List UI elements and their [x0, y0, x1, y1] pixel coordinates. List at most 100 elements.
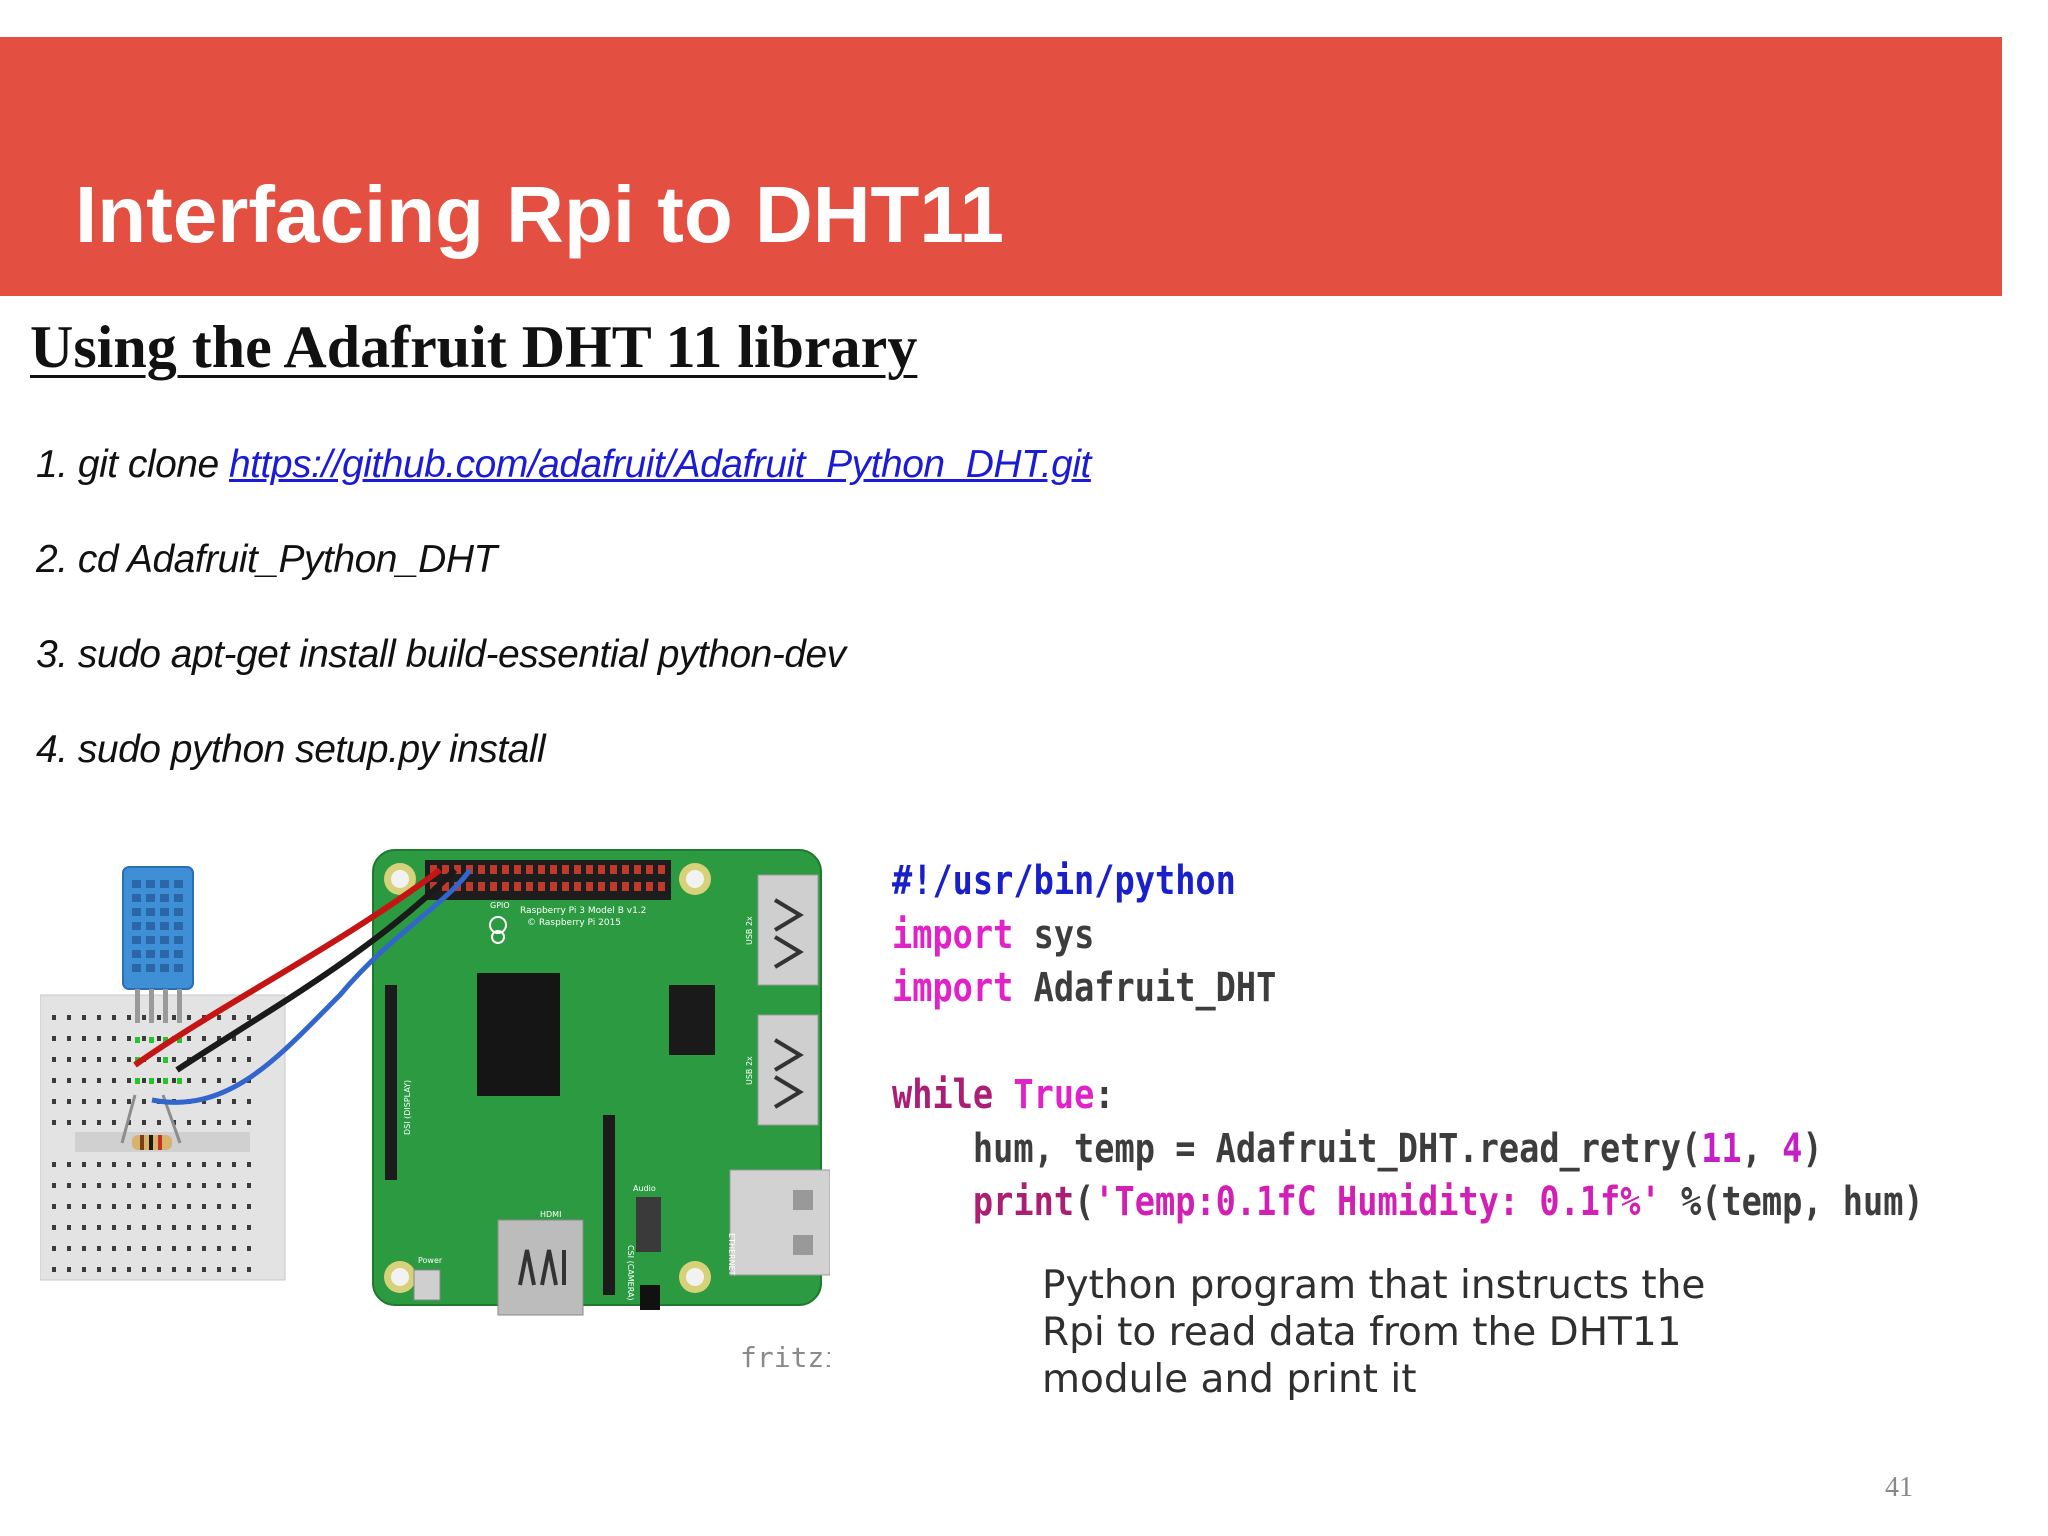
- breadboard-hole: [247, 1015, 251, 1020]
- usb-label: USB 2x: [745, 916, 754, 945]
- breadboard-hole: [97, 1162, 101, 1167]
- breadboard-hole: [67, 1267, 71, 1272]
- breadboard-hole: [187, 1162, 191, 1167]
- breadboard-hole: [217, 1057, 221, 1062]
- slide-subtitle: Using the Adafruit DHT 11 library: [30, 314, 918, 380]
- sensor-grille: [146, 922, 155, 930]
- gpio-pin: [466, 882, 473, 891]
- breadboard-hole: [157, 1015, 161, 1020]
- gpio-pin: [622, 865, 629, 874]
- gpio-pin: [598, 865, 605, 874]
- breadboard-hole: [247, 1099, 251, 1104]
- breadboard-hole: [202, 1183, 206, 1188]
- code-number: 11: [1701, 1125, 1742, 1172]
- breadboard-hole: [67, 1225, 71, 1230]
- breadboard-hole: [97, 1225, 101, 1230]
- breadboard-hole: [97, 1057, 101, 1062]
- breadboard-hole: [247, 1204, 251, 1209]
- breadboard-hole: [172, 1246, 176, 1251]
- repo-link[interactable]: https://github.com/adafruit/Adafruit_Pyt…: [228, 443, 1091, 486]
- breadboard-hole: [127, 1267, 131, 1272]
- code-string: 'Temp:0.1fC Humidity: 0.1f%': [1094, 1179, 1661, 1225]
- breadboard-hole: [232, 1183, 236, 1188]
- breadboard-hole: [232, 1162, 236, 1167]
- breadboard-hole: [217, 1225, 221, 1230]
- breadboard-hole: [82, 1036, 86, 1041]
- sensor-grille: [160, 964, 169, 972]
- page-number: 41: [1885, 1472, 1913, 1503]
- breadboard-hole: [247, 1120, 251, 1125]
- breadboard-hole: [67, 1246, 71, 1251]
- breadboard-hole: [142, 1120, 146, 1125]
- breadboard-hole: [97, 1267, 101, 1272]
- breadboard-hole: [202, 1099, 206, 1104]
- breadboard-active-hole: [163, 1057, 168, 1063]
- gpio-pin: [562, 882, 569, 891]
- gpio-pin: [658, 882, 665, 891]
- hdmi-label: HDMI: [540, 1210, 561, 1219]
- sensor-grille: [174, 894, 183, 902]
- gpio-pin: [538, 865, 545, 874]
- resistor: [120, 1094, 182, 1150]
- breadboard-hole: [217, 1036, 221, 1041]
- breadboard-hole: [187, 1204, 191, 1209]
- breadboard-hole: [67, 1204, 71, 1209]
- breadboard-hole: [172, 1267, 176, 1272]
- breadboard-hole: [82, 1204, 86, 1209]
- breadboard-hole: [112, 1057, 116, 1062]
- sensor-grille: [146, 936, 155, 944]
- breadboard-hole: [172, 1078, 176, 1083]
- breadboard-hole: [202, 1267, 206, 1272]
- breadboard-hole: [127, 1099, 131, 1104]
- breadboard-hole: [142, 1162, 146, 1167]
- breadboard-hole: [127, 1246, 131, 1251]
- breadboard-hole: [157, 1183, 161, 1188]
- gpio-pin: [586, 865, 593, 874]
- breadboard-hole: [112, 1246, 116, 1251]
- gpio-pin: [490, 865, 497, 874]
- breadboard-hole: [67, 1162, 71, 1167]
- breadboard-active-hole: [163, 1078, 168, 1084]
- code-text: %(temp, hum): [1660, 1179, 1924, 1225]
- breadboard-hole: [112, 1015, 116, 1020]
- breadboard-hole: [52, 1204, 56, 1209]
- breadboard-hole: [142, 1036, 146, 1041]
- breadboard-hole: [82, 1057, 86, 1062]
- breadboard-hole: [82, 1120, 86, 1125]
- gpio-pin: [610, 882, 617, 891]
- sensor-grille: [160, 880, 169, 888]
- code-keyword: import: [892, 911, 1014, 958]
- gpio-pin: [622, 882, 629, 891]
- sensor-grille: [174, 922, 183, 930]
- breadboard-hole: [217, 1015, 221, 1020]
- step-text: sudo apt-get install build-essential pyt…: [77, 633, 846, 676]
- breadboard-hole: [157, 1078, 161, 1083]
- breadboard-hole: [127, 1225, 131, 1230]
- breadboard-hole: [172, 1183, 176, 1188]
- code-text: Adafruit_DHT: [1013, 965, 1277, 1011]
- breadboard-hole: [52, 1120, 56, 1125]
- gpio-label: GPIO: [490, 901, 510, 910]
- breadboard-active-hole: [135, 1037, 140, 1043]
- breadboard-hole: [82, 1162, 86, 1167]
- sensor-grille: [146, 964, 155, 972]
- breadboard-hole: [112, 1204, 116, 1209]
- breadboard-hole: [172, 1204, 176, 1209]
- gpio-pin: [574, 882, 581, 891]
- breadboard-hole: [187, 1036, 191, 1041]
- breadboard-hole: [202, 1225, 206, 1230]
- sensor-grille: [132, 964, 141, 972]
- wiring-diagram: GPIO Raspberry Pi 3 Model B v1.2 © Raspb…: [40, 849, 830, 1374]
- code-text: ): [1802, 1125, 1823, 1172]
- breadboard-hole: [82, 1183, 86, 1188]
- gpio-pin: [646, 882, 653, 891]
- breadboard-hole: [157, 1246, 161, 1251]
- breadboard-hole: [97, 1183, 101, 1188]
- code-keyword: import: [892, 965, 1014, 1011]
- breadboard-hole: [142, 1204, 146, 1209]
- gpio-pin: [526, 882, 533, 891]
- breadboard-active-hole: [177, 1078, 182, 1084]
- breadboard-hole: [247, 1036, 251, 1041]
- breadboard-hole: [232, 1204, 236, 1209]
- step-number: 3.: [36, 633, 68, 676]
